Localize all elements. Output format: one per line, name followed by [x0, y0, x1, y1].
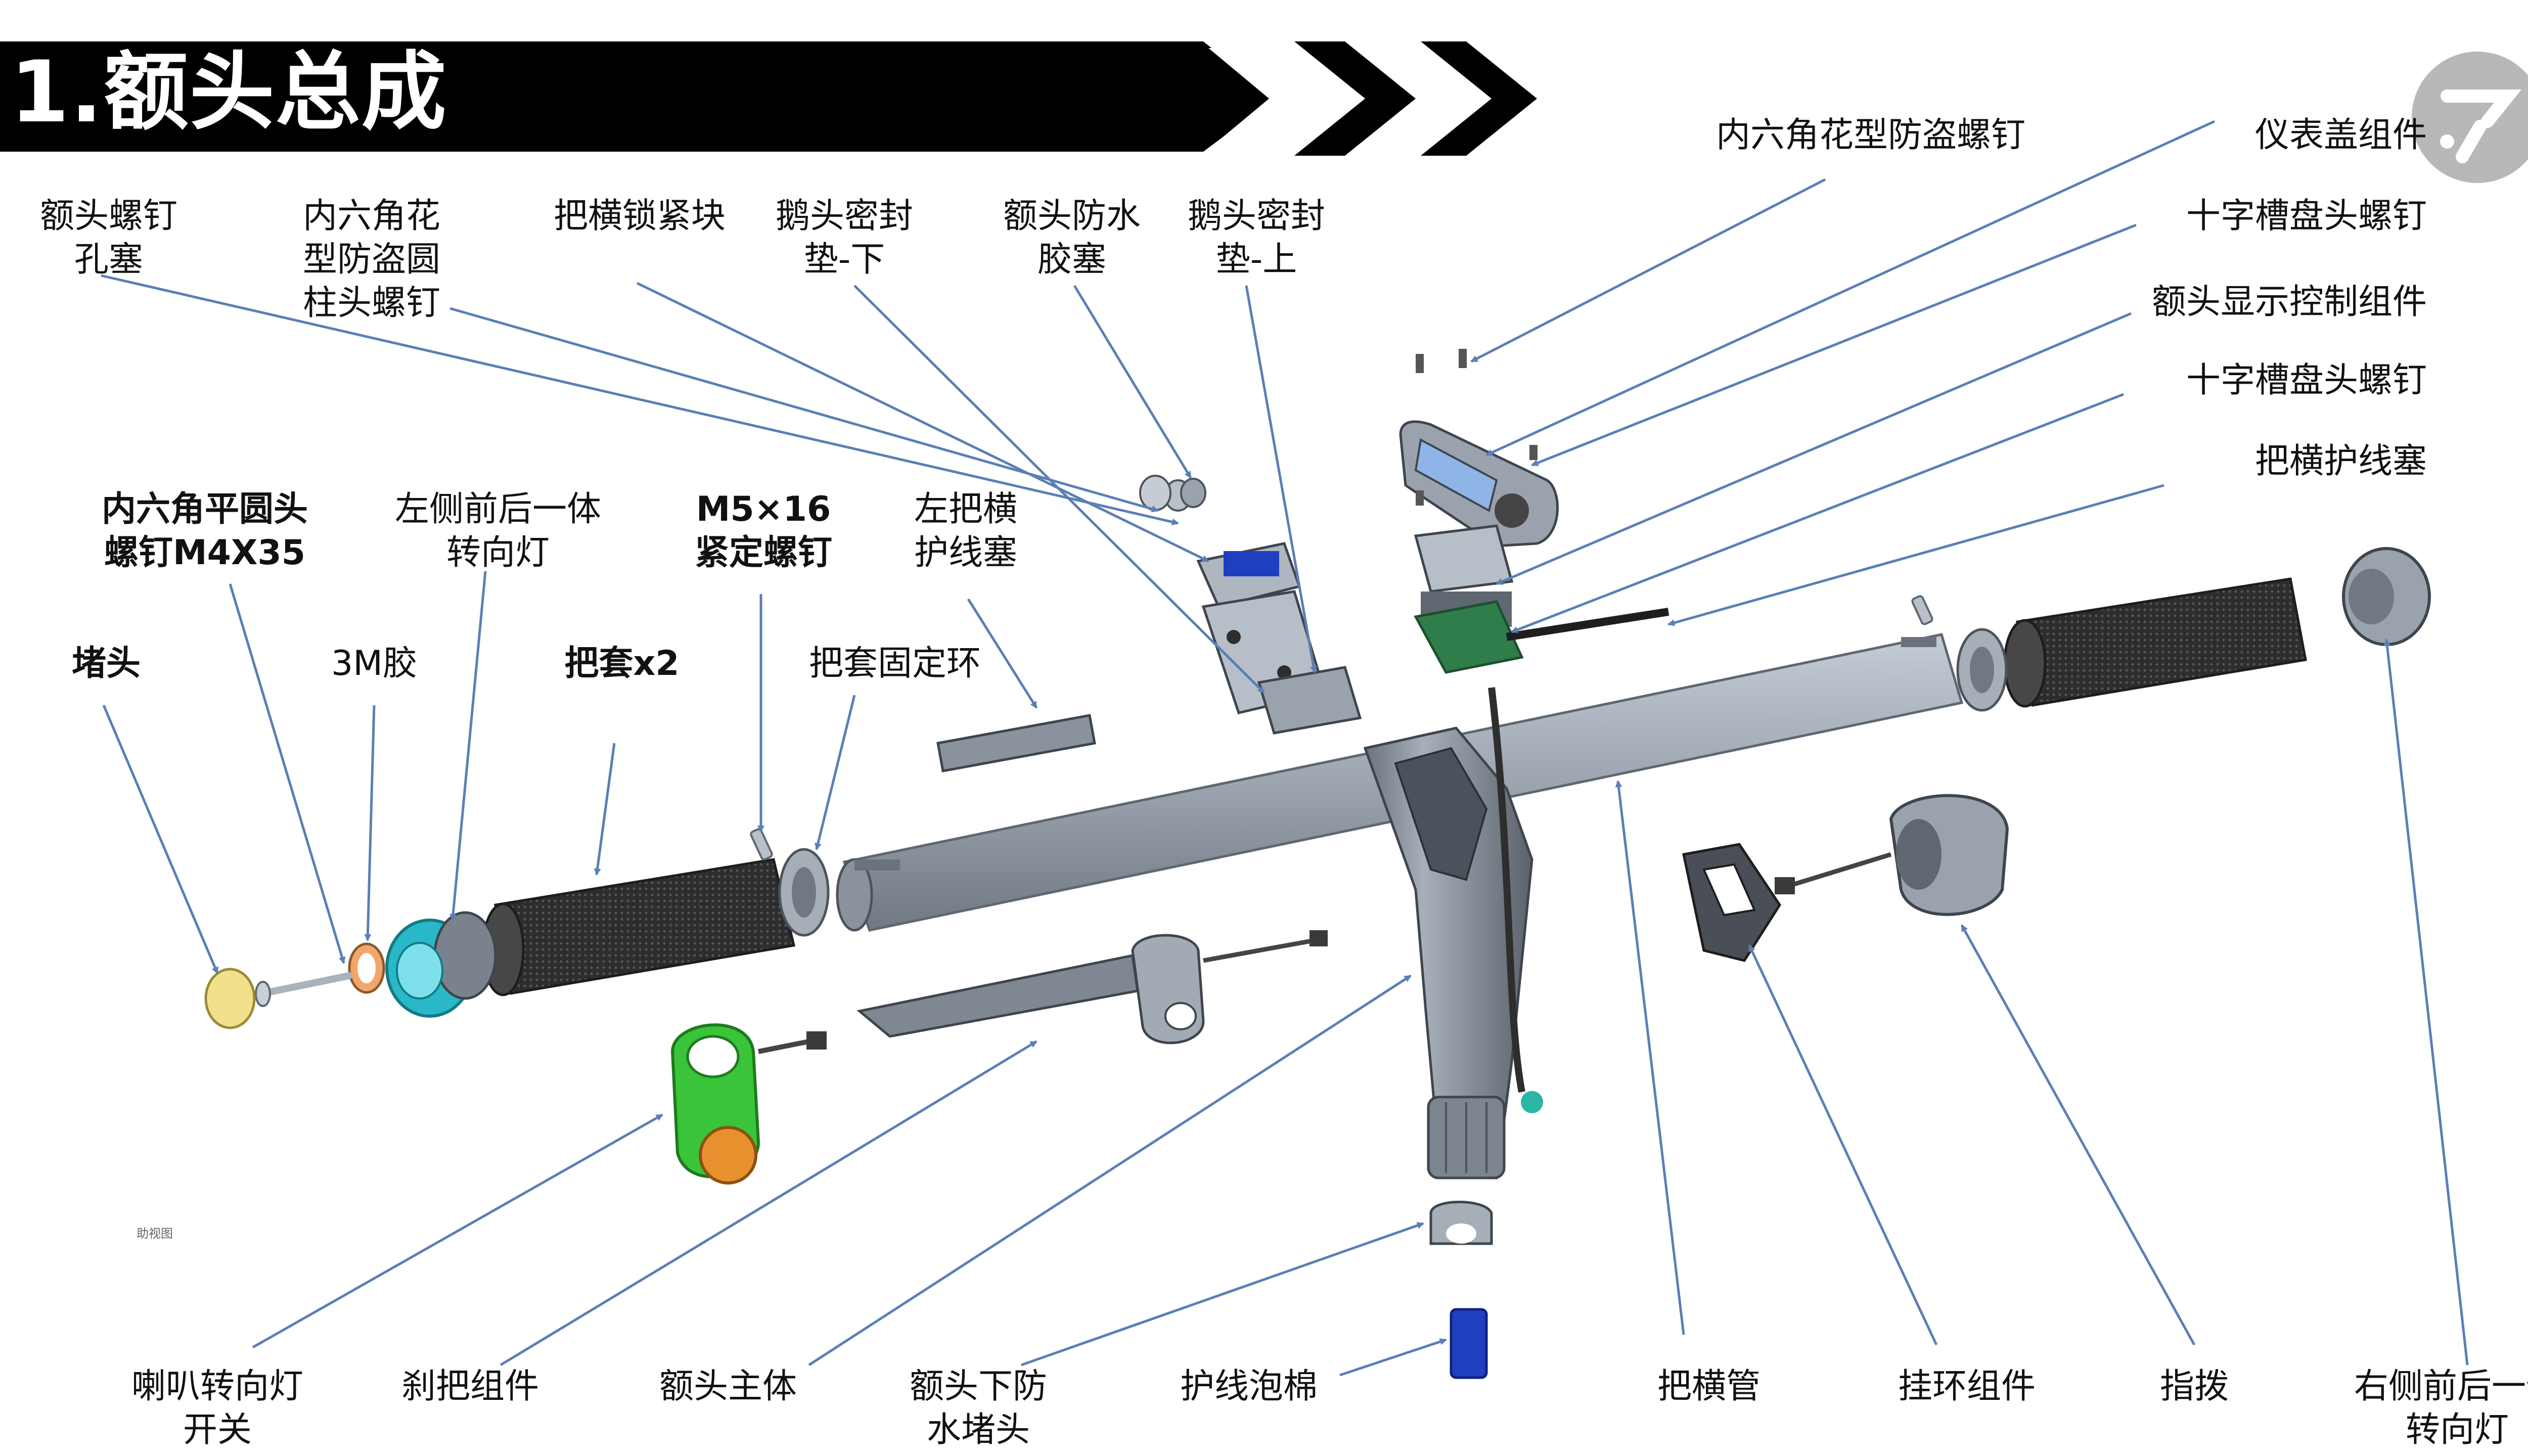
label-thumb-throttle: 指拨 [2159, 1367, 2229, 1406]
label-horn-switch: 喇叭转向灯开关 [131, 1367, 303, 1450]
label-tape-3m: 3M胶 [331, 644, 417, 684]
label-handlebar-tube: 把横管 [1657, 1367, 1760, 1406]
label-screw-plug: 额头螺钉孔塞 [39, 196, 177, 280]
grip-ring-right-part [1956, 628, 2008, 712]
segway-ninebot-logo-icon [2412, 52, 2528, 183]
label-grip-ring: 把套固定环 [808, 644, 981, 684]
chevron-1-icon [1208, 48, 1315, 149]
hex-button-screw-part [255, 972, 352, 1007]
left-turn-light-part [385, 911, 497, 1018]
leader-lines [101, 120, 2469, 1377]
header-banner [0, 41, 1537, 156]
label-grip-suffix: x2 [633, 644, 680, 684]
label-cable-foam: 护线泡棉 [1180, 1367, 1318, 1406]
label-brake-lever: 刹把组件 [401, 1367, 539, 1406]
label-gasket-lower: 鹅头密封垫-下 [775, 196, 913, 280]
clamp-block-part [1196, 542, 1301, 608]
label-hex-button-screw: 内六角平圆头螺钉M4X35 [101, 489, 308, 573]
cable-foam-part [1450, 1308, 1488, 1379]
waterproof-plug-part [1164, 478, 1206, 512]
label-anti-theft-torx-screw: 内六角花型防盗螺钉 [1716, 115, 2025, 155]
right-turn-light-part [2342, 547, 2431, 646]
meter-cover-part [1399, 420, 1559, 548]
stem-body-part [1363, 687, 1543, 1179]
page-title: 1.额头总成 [10, 42, 447, 142]
label-grip-prefix: 把套 [564, 644, 634, 684]
right-grip-part [2003, 577, 2307, 708]
label-anti-theft-cyl-screw: 内六角花型防盗圆柱头螺钉 [302, 196, 440, 323]
label-stem-body: 额头主体 [659, 1367, 797, 1406]
label-cable-plug: 把横护线塞 [2254, 441, 2427, 481]
label-phillips-screw-1: 十字槽盘头螺钉 [2186, 196, 2427, 236]
stem-screw-plug-part [1139, 475, 1171, 511]
horn-turn-switch-part [670, 1023, 827, 1185]
set-screw-part [750, 828, 773, 860]
label-meter-cover: 仪表盖组件 [2254, 115, 2427, 155]
grip-ring-left-part [778, 848, 830, 937]
label-phillips-screw-2: 十字槽盘头螺钉 [2186, 360, 2427, 400]
chevron-2-icon [1294, 41, 1416, 156]
pcb-part [1414, 600, 1669, 674]
stem-bottom-plug-part [1429, 1201, 1493, 1245]
label-left-turn-light: 左侧前后一体转向灯 [394, 489, 601, 573]
label-stem-bottom-plug: 额头下防水堵头 [909, 1367, 1047, 1450]
chevron-3-icon [1360, 48, 1456, 149]
hook-assembly-part [1682, 843, 1781, 962]
thumb-throttle-part [1775, 794, 2009, 916]
right-set-screw-part [1911, 595, 1933, 625]
label-clamp-block: 把横锁紧块 [553, 196, 726, 236]
label-display-control: 额头显示控制组件 [2151, 282, 2427, 322]
label-end-cap: 堵头 [71, 644, 141, 684]
left-cable-plug-part [936, 714, 1096, 772]
end-cap-part [204, 968, 256, 1029]
tape-3m-part [348, 942, 385, 994]
torx-screws-part [1416, 349, 1538, 506]
brake-lever-part [856, 930, 1328, 1044]
label-hook-assembly: 挂环组件 [1898, 1367, 2036, 1406]
label-right-turn-light: 右侧前后一体转向灯 [2354, 1367, 2528, 1450]
label-grip: 把套x2 [556, 642, 688, 686]
label-waterproof-plug: 额头防水胶塞 [1003, 196, 1141, 280]
small-mark-text: 助视图 [137, 1226, 173, 1241]
left-grip-part [481, 858, 796, 996]
label-left-cable-plug: 左把横护线塞 [914, 489, 1017, 573]
label-gasket-upper: 鹅头密封垫-上 [1187, 196, 1325, 280]
